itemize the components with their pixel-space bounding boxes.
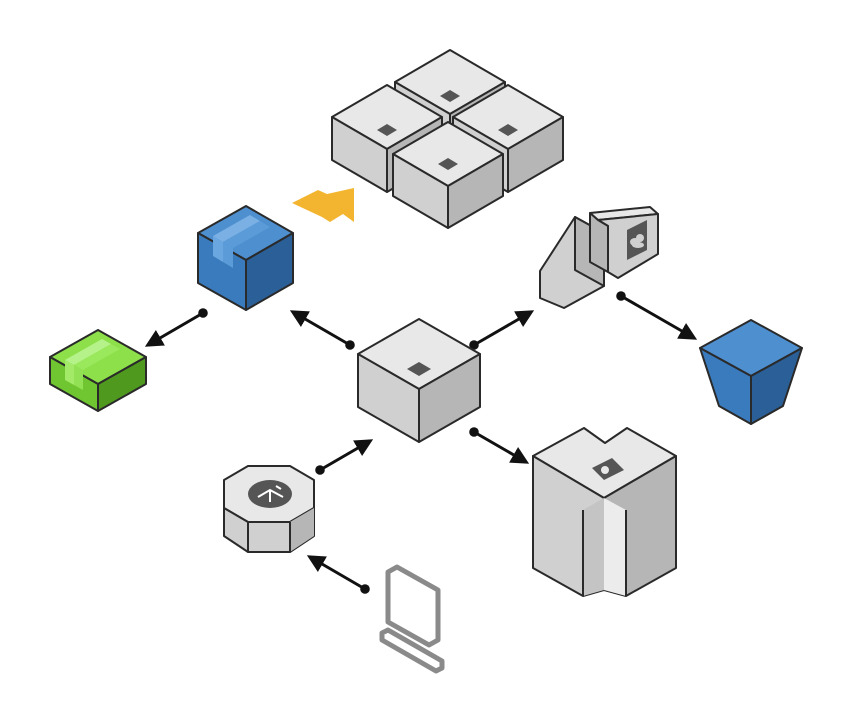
edge-terminal-to-load-balancer — [306, 555, 370, 594]
upload-arrow-icon — [292, 188, 354, 222]
edge-central-to-blue-package — [289, 310, 355, 350]
edge-blue-package-to-green-package — [144, 308, 208, 347]
cloud-icon — [627, 220, 647, 260]
edges — [144, 291, 698, 594]
terminal-icon — [379, 564, 445, 674]
edge-central-to-cloud-gateway — [469, 310, 535, 350]
server-cluster-icon — [331, 49, 564, 229]
load-balancer-icon — [223, 465, 315, 553]
cloud-gateway-icon — [539, 206, 659, 309]
bucket-icon — [699, 319, 803, 425]
green-package-icon — [49, 329, 147, 412]
edge-central-to-deployment-server — [469, 427, 530, 464]
edge-cloud-gateway-to-bucket — [616, 291, 698, 340]
usb-icon — [248, 480, 292, 508]
blue-package-icon — [197, 205, 294, 311]
deployment-server-icon — [532, 427, 677, 597]
deploy-badge-icon — [592, 458, 624, 480]
central-server-icon — [357, 318, 481, 443]
cluster-server-front — [392, 121, 504, 229]
edge-load-balancer-to-central — [315, 439, 374, 475]
